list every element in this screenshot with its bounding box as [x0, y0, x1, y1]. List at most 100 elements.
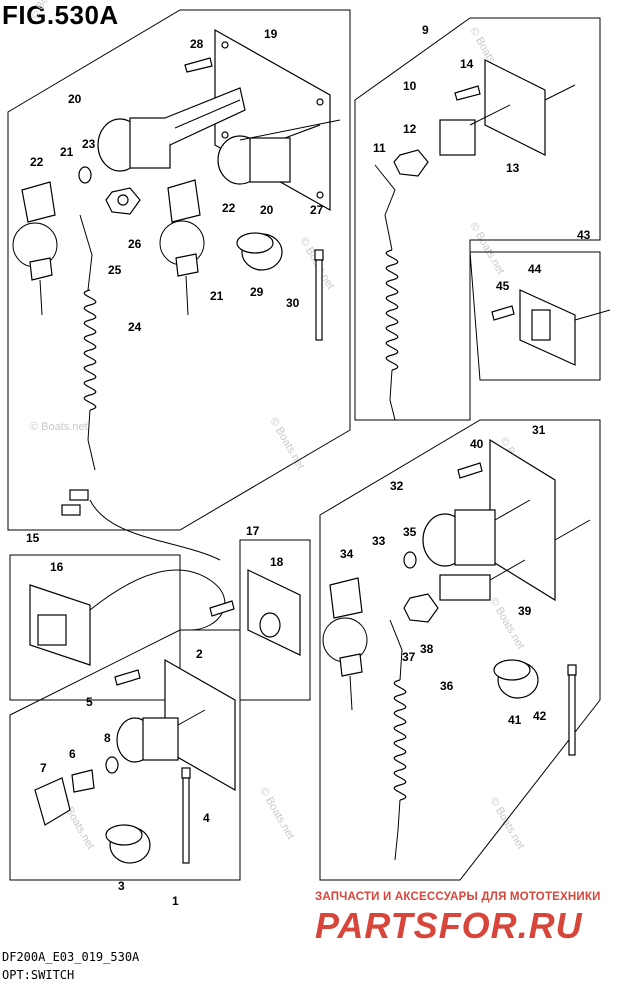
callout-label: 7 — [40, 761, 47, 775]
shop-logo: PARTSFOR.RU — [315, 905, 583, 946]
screw-45 — [491, 305, 515, 321]
switch-39 — [439, 559, 526, 601]
fob-7 — [34, 777, 71, 826]
watermark: © Boats.net — [28, 0, 67, 22]
callout-label: 21 — [60, 145, 74, 159]
callout-label: 41 — [508, 713, 522, 727]
switch-body-9 — [439, 84, 576, 156]
callout-label: 33 — [372, 534, 386, 548]
callout-label: 10 — [403, 79, 417, 93]
callout-label: 27 — [310, 203, 324, 217]
seal-35 — [403, 551, 417, 569]
panel-31 — [489, 438, 556, 602]
switch-18 — [247, 569, 301, 656]
callout-label: 8 — [104, 731, 111, 745]
callout-label: 37 — [402, 650, 416, 664]
callout-label: 4 — [203, 811, 210, 825]
shop-tagline: ЗАПЧАСТИ И АКСЕССУАРЫ ДЛЯ МОТОТЕХНИКИ — [315, 891, 601, 903]
key-switch-20-left — [97, 87, 246, 172]
callout-label: 19 — [264, 27, 278, 41]
callout-label: 21 — [210, 289, 224, 303]
group-box-31 — [319, 419, 601, 881]
cap-3 — [105, 824, 151, 864]
callout-label: 6 — [69, 747, 76, 761]
callout-label: 13 — [506, 161, 520, 175]
callout-label: 15 — [26, 531, 40, 545]
group-box-43 — [469, 251, 601, 381]
callout-label: 16 — [50, 560, 64, 574]
tie-4 — [181, 767, 191, 864]
callout-label: 9 — [422, 23, 429, 37]
callout-label: 14 — [460, 57, 474, 71]
watermark: © Boats.net — [257, 786, 296, 842]
screw-40 — [457, 462, 483, 479]
group-box-1 — [9, 629, 241, 881]
cap-41 — [493, 659, 539, 699]
callout-label: 32 — [390, 479, 404, 493]
lanyard-coil-37 — [389, 619, 407, 861]
group-box-9 — [354, 17, 601, 421]
callout-label: 23 — [82, 137, 96, 151]
callout-label: 2 — [196, 647, 203, 661]
callout-label: 11 — [373, 141, 386, 155]
group-box-20 — [7, 9, 351, 531]
callout-label: 26 — [128, 237, 142, 251]
callout-label: 36 — [440, 679, 454, 693]
key-22-right — [159, 179, 205, 316]
nut-38 — [403, 593, 439, 623]
nut-26 — [105, 187, 141, 215]
watermark: © Boats.net — [467, 221, 506, 277]
key-switch-20-right — [217, 119, 341, 185]
watermark: © Boats.net — [30, 421, 88, 433]
callout-label: 30 — [286, 296, 300, 310]
switch-44 — [519, 289, 611, 366]
lanyard-coil-25 — [79, 214, 97, 471]
key-6 — [71, 769, 95, 793]
seal-23 — [78, 166, 92, 184]
callout-label: 45 — [496, 279, 510, 293]
callout-label: 17 — [246, 524, 260, 538]
screw-28 — [184, 57, 213, 73]
watermark: © Boats.net — [487, 796, 526, 852]
cap-29 — [236, 232, 283, 271]
callout-label: 28 — [190, 37, 204, 51]
figure-title: FIG.530A — [2, 0, 119, 30]
switch-16 — [29, 489, 226, 666]
callout-label: 35 — [403, 525, 417, 539]
callout-label: 31 — [532, 423, 546, 437]
callout-label: 5 — [86, 695, 93, 709]
nut-12 — [393, 149, 429, 177]
callout-label: 38 — [420, 642, 434, 656]
callout-label: 22 — [222, 201, 236, 215]
seal-8 — [105, 756, 119, 774]
callout-label: 43 — [577, 228, 591, 242]
key-34 — [322, 577, 368, 711]
key-switch-5 — [116, 709, 206, 763]
callout-label: 1 — [172, 894, 179, 908]
tie-42 — [567, 664, 577, 756]
callout-label: 18 — [270, 555, 284, 569]
callout-label: 24 — [128, 320, 142, 334]
shop-logo-text: PARTSFOR.RU — [315, 905, 583, 946]
callout-label: 20 — [68, 92, 82, 106]
key-22-left — [12, 181, 58, 316]
diagram-code: DF200A_E03_019_530A — [2, 950, 140, 964]
watermark: © Boats.net — [267, 416, 306, 472]
callout-label: 40 — [470, 437, 484, 451]
screw-17 — [209, 600, 235, 617]
diagram-subtitle: OPT:SWITCH — [2, 968, 75, 982]
callout-label: 44 — [528, 262, 542, 276]
callout-label: 34 — [340, 547, 354, 561]
callouts: 28 19 20 23 22 21 26 25 24 22 20 27 21 2… — [26, 23, 591, 908]
callout-label: 22 — [30, 155, 44, 169]
key-switch-32 — [422, 499, 591, 567]
screw-14 — [454, 85, 481, 101]
callout-label: 12 — [403, 122, 417, 136]
tie-30 — [314, 249, 324, 341]
callout-label: 29 — [250, 285, 264, 299]
callout-label: 3 — [118, 879, 125, 893]
callout-label: 25 — [108, 263, 122, 277]
clip-11 — [374, 164, 396, 216]
callout-label: 42 — [533, 709, 547, 723]
